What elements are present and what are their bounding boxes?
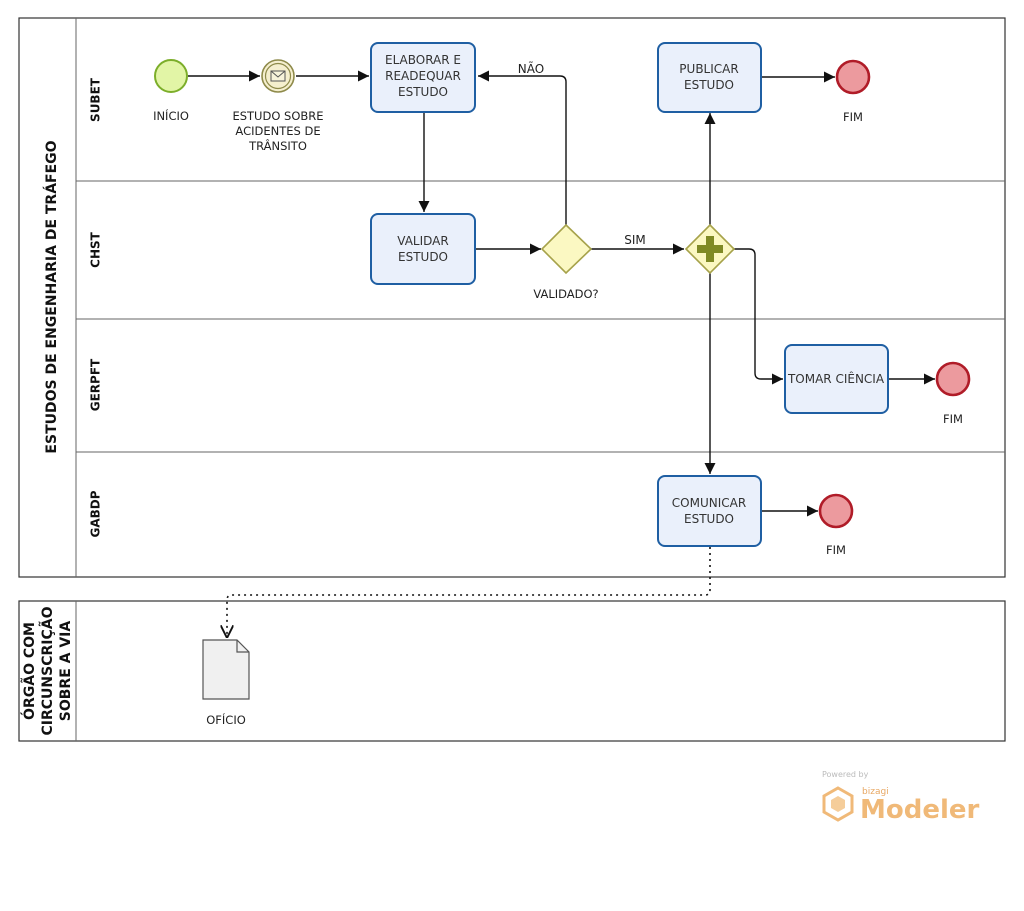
task-validar[interactable]: VALIDAR ESTUDO bbox=[370, 213, 476, 285]
message-event-label-line-2: ACIDENTES DE bbox=[235, 124, 320, 138]
lane-title-gerpft: GERPFT bbox=[89, 358, 103, 411]
plus-icon bbox=[697, 236, 723, 262]
external-pool-title-line-1: ÓRGÃO COM bbox=[20, 622, 38, 720]
task-tomar-ciencia[interactable]: TOMAR CIÊNCIA bbox=[784, 344, 889, 414]
external-pool-title-line-3: SOBRE A VIA bbox=[58, 621, 74, 722]
end-event-subet[interactable] bbox=[835, 59, 871, 95]
bizagi-watermark: Powered by bizagi Modeler bbox=[822, 770, 980, 825]
external-pool: ÓRGÃO COM CIRCUNSCRIÇÃO SOBRE A VIA bbox=[18, 600, 1006, 742]
flow-label-no: NÃO bbox=[518, 61, 544, 76]
document-label: OFÍCIO bbox=[206, 712, 246, 727]
task-elaborar-line-3: ESTUDO bbox=[398, 85, 448, 99]
start-event-label: INÍCIO bbox=[153, 108, 189, 123]
lane-title-gabdp: GABDP bbox=[89, 490, 103, 537]
message-event-label-line-3: TRÂNSITO bbox=[248, 138, 307, 153]
sequence-flows: NÃO SIM bbox=[188, 61, 935, 638]
end-event-gerpft[interactable] bbox=[935, 361, 971, 397]
task-validar-line-1: VALIDAR bbox=[397, 234, 448, 248]
task-elaborar-line-2: READEQUAR bbox=[385, 69, 461, 83]
flow-label-yes: SIM bbox=[624, 233, 646, 247]
task-comunicar-line-2: ESTUDO bbox=[684, 512, 734, 526]
external-pool-title-line-2: CIRCUNSCRIÇÃO bbox=[39, 606, 56, 735]
end-event-subet-label: FIM bbox=[843, 110, 863, 124]
product-text: Modeler bbox=[860, 795, 980, 825]
end-event-gabdp-label: FIM bbox=[826, 543, 846, 557]
main-pool: ESTUDOS DE ENGENHARIA DE TRÁFEGO SUBET C… bbox=[18, 17, 1006, 578]
flow-parallel-to-tomar bbox=[734, 248, 783, 385]
envelope-icon bbox=[270, 70, 286, 82]
lane-title-subet: SUBET bbox=[89, 77, 103, 122]
powered-by-text: Powered by bbox=[822, 770, 869, 779]
task-publicar-line-2: ESTUDO bbox=[684, 78, 734, 92]
task-comunicar[interactable]: COMUNICAR ESTUDO bbox=[657, 475, 762, 547]
main-pool-title: ESTUDOS DE ENGENHARIA DE TRÁFEGO bbox=[43, 140, 60, 453]
lane-title-chst: CHST bbox=[89, 231, 103, 267]
task-publicar[interactable]: PUBLICAR ESTUDO bbox=[657, 42, 762, 113]
bizagi-logo-icon bbox=[822, 786, 854, 822]
flow-decision-no bbox=[478, 70, 567, 225]
decision-gateway-label: VALIDADO? bbox=[533, 287, 598, 301]
document-icon[interactable] bbox=[202, 639, 250, 700]
task-comunicar-line-1: COMUNICAR bbox=[672, 496, 746, 510]
task-elaborar-line-1: ELABORAR E bbox=[385, 53, 461, 67]
decision-gateway[interactable] bbox=[540, 223, 593, 275]
message-flow-to-oficio bbox=[227, 547, 711, 638]
parallel-gateway[interactable] bbox=[684, 223, 736, 275]
task-tomar-ciencia-label: TOMAR CIÊNCIA bbox=[787, 371, 885, 386]
end-event-gerpft-label: FIM bbox=[943, 412, 963, 426]
task-elaborar[interactable]: ELABORAR E READEQUAR ESTUDO bbox=[370, 42, 476, 113]
vendor-text: bizagi bbox=[862, 787, 889, 797]
message-event-label-line-1: ESTUDO SOBRE bbox=[232, 109, 323, 123]
end-event-gabdp[interactable] bbox=[818, 493, 854, 529]
start-event[interactable] bbox=[154, 59, 188, 93]
task-validar-line-2: ESTUDO bbox=[398, 250, 448, 264]
task-publicar-line-1: PUBLICAR bbox=[679, 62, 738, 76]
